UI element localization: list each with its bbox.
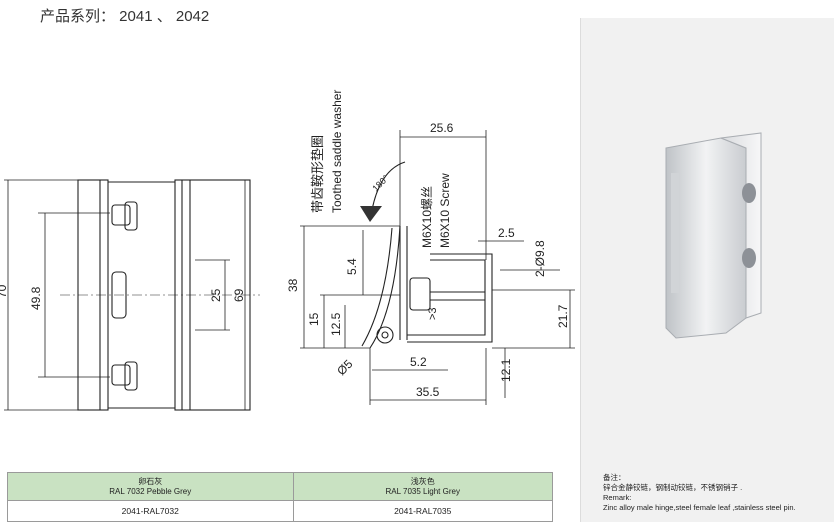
dim-38: 38: [286, 278, 300, 292]
series-title: 产品系列： 2041 、 2042: [40, 8, 210, 25]
dim-2-5: 2.5: [498, 226, 515, 240]
dim-35-5: 35.5: [416, 385, 440, 399]
dim-70: 70: [0, 284, 9, 298]
color-table-code-row: 2041-RAL7032 2041-RAL7035: [7, 500, 553, 522]
product-photo-panel: 备注： 锌合金静铰链，钢制动铰链，不锈钢销子 . Remark: Zinc al…: [580, 18, 834, 522]
dim-5-2: 5.2: [410, 355, 427, 369]
dim-15: 15: [307, 312, 321, 326]
dim-phi5: Ø5: [334, 357, 355, 378]
dim-21-7: 21.7: [556, 304, 570, 328]
dim-5-4: 5.4: [345, 258, 359, 275]
technical-drawing: 70 49.8 25 69 25.6: [0, 90, 575, 411]
code-light-grey: 2041-RAL7035: [292, 500, 553, 522]
section-view: 25.6 带齿鞍形垫圈 Toothed saddle washer M6X10螺…: [286, 90, 575, 405]
remark-title-en: Remark:: [603, 493, 632, 502]
washer-label-cn: 带齿鞍形垫圈: [310, 135, 325, 213]
remark-text-cn: 锌合金静铰链，钢制动铰链，不锈钢销子 .: [603, 483, 743, 492]
color-table-header-row: 卵石灰 RAL 7032 Pebble Grey 浅灰色 RAL 7035 Li…: [7, 472, 553, 501]
dim-2-phi9-8: 2-Ø9.8: [533, 240, 547, 277]
remark-title-cn: 备注：: [603, 473, 626, 482]
color-table: 卵石灰 RAL 7032 Pebble Grey 浅灰色 RAL 7035 Li…: [7, 472, 553, 522]
dim-gt3: >3: [427, 307, 439, 320]
dim-69: 69: [232, 288, 246, 302]
front-view: 70 49.8 25 69: [0, 179, 260, 411]
washer-label-en: Toothed saddle washer: [330, 90, 344, 213]
remark-block: 备注： 锌合金静铰链，钢制动铰链，不锈钢销子 . Remark: Zinc al…: [603, 473, 796, 513]
hinge-photo: [665, 132, 762, 339]
color-header-light-grey: 浅灰色 RAL 7035 Light Grey: [292, 472, 553, 501]
dim-12-5: 12.5: [329, 312, 343, 336]
remark-text-en: Zinc alloy male hinge,steel female leaf …: [603, 503, 796, 512]
dim-49-8: 49.8: [29, 286, 43, 310]
angle-180: 180°: [370, 173, 391, 194]
screw-label-en: M6X10 Screw: [438, 173, 452, 248]
code-pebble-grey: 2041-RAL7032: [7, 500, 294, 522]
color-header-pebble-grey: 卵石灰 RAL 7032 Pebble Grey: [7, 472, 294, 501]
dim-25-6: 25.6: [430, 121, 454, 135]
dim-25: 25: [209, 288, 223, 302]
dim-12-1: 12.1: [499, 358, 513, 382]
screw-label-cn: M6X10螺丝: [420, 186, 434, 248]
